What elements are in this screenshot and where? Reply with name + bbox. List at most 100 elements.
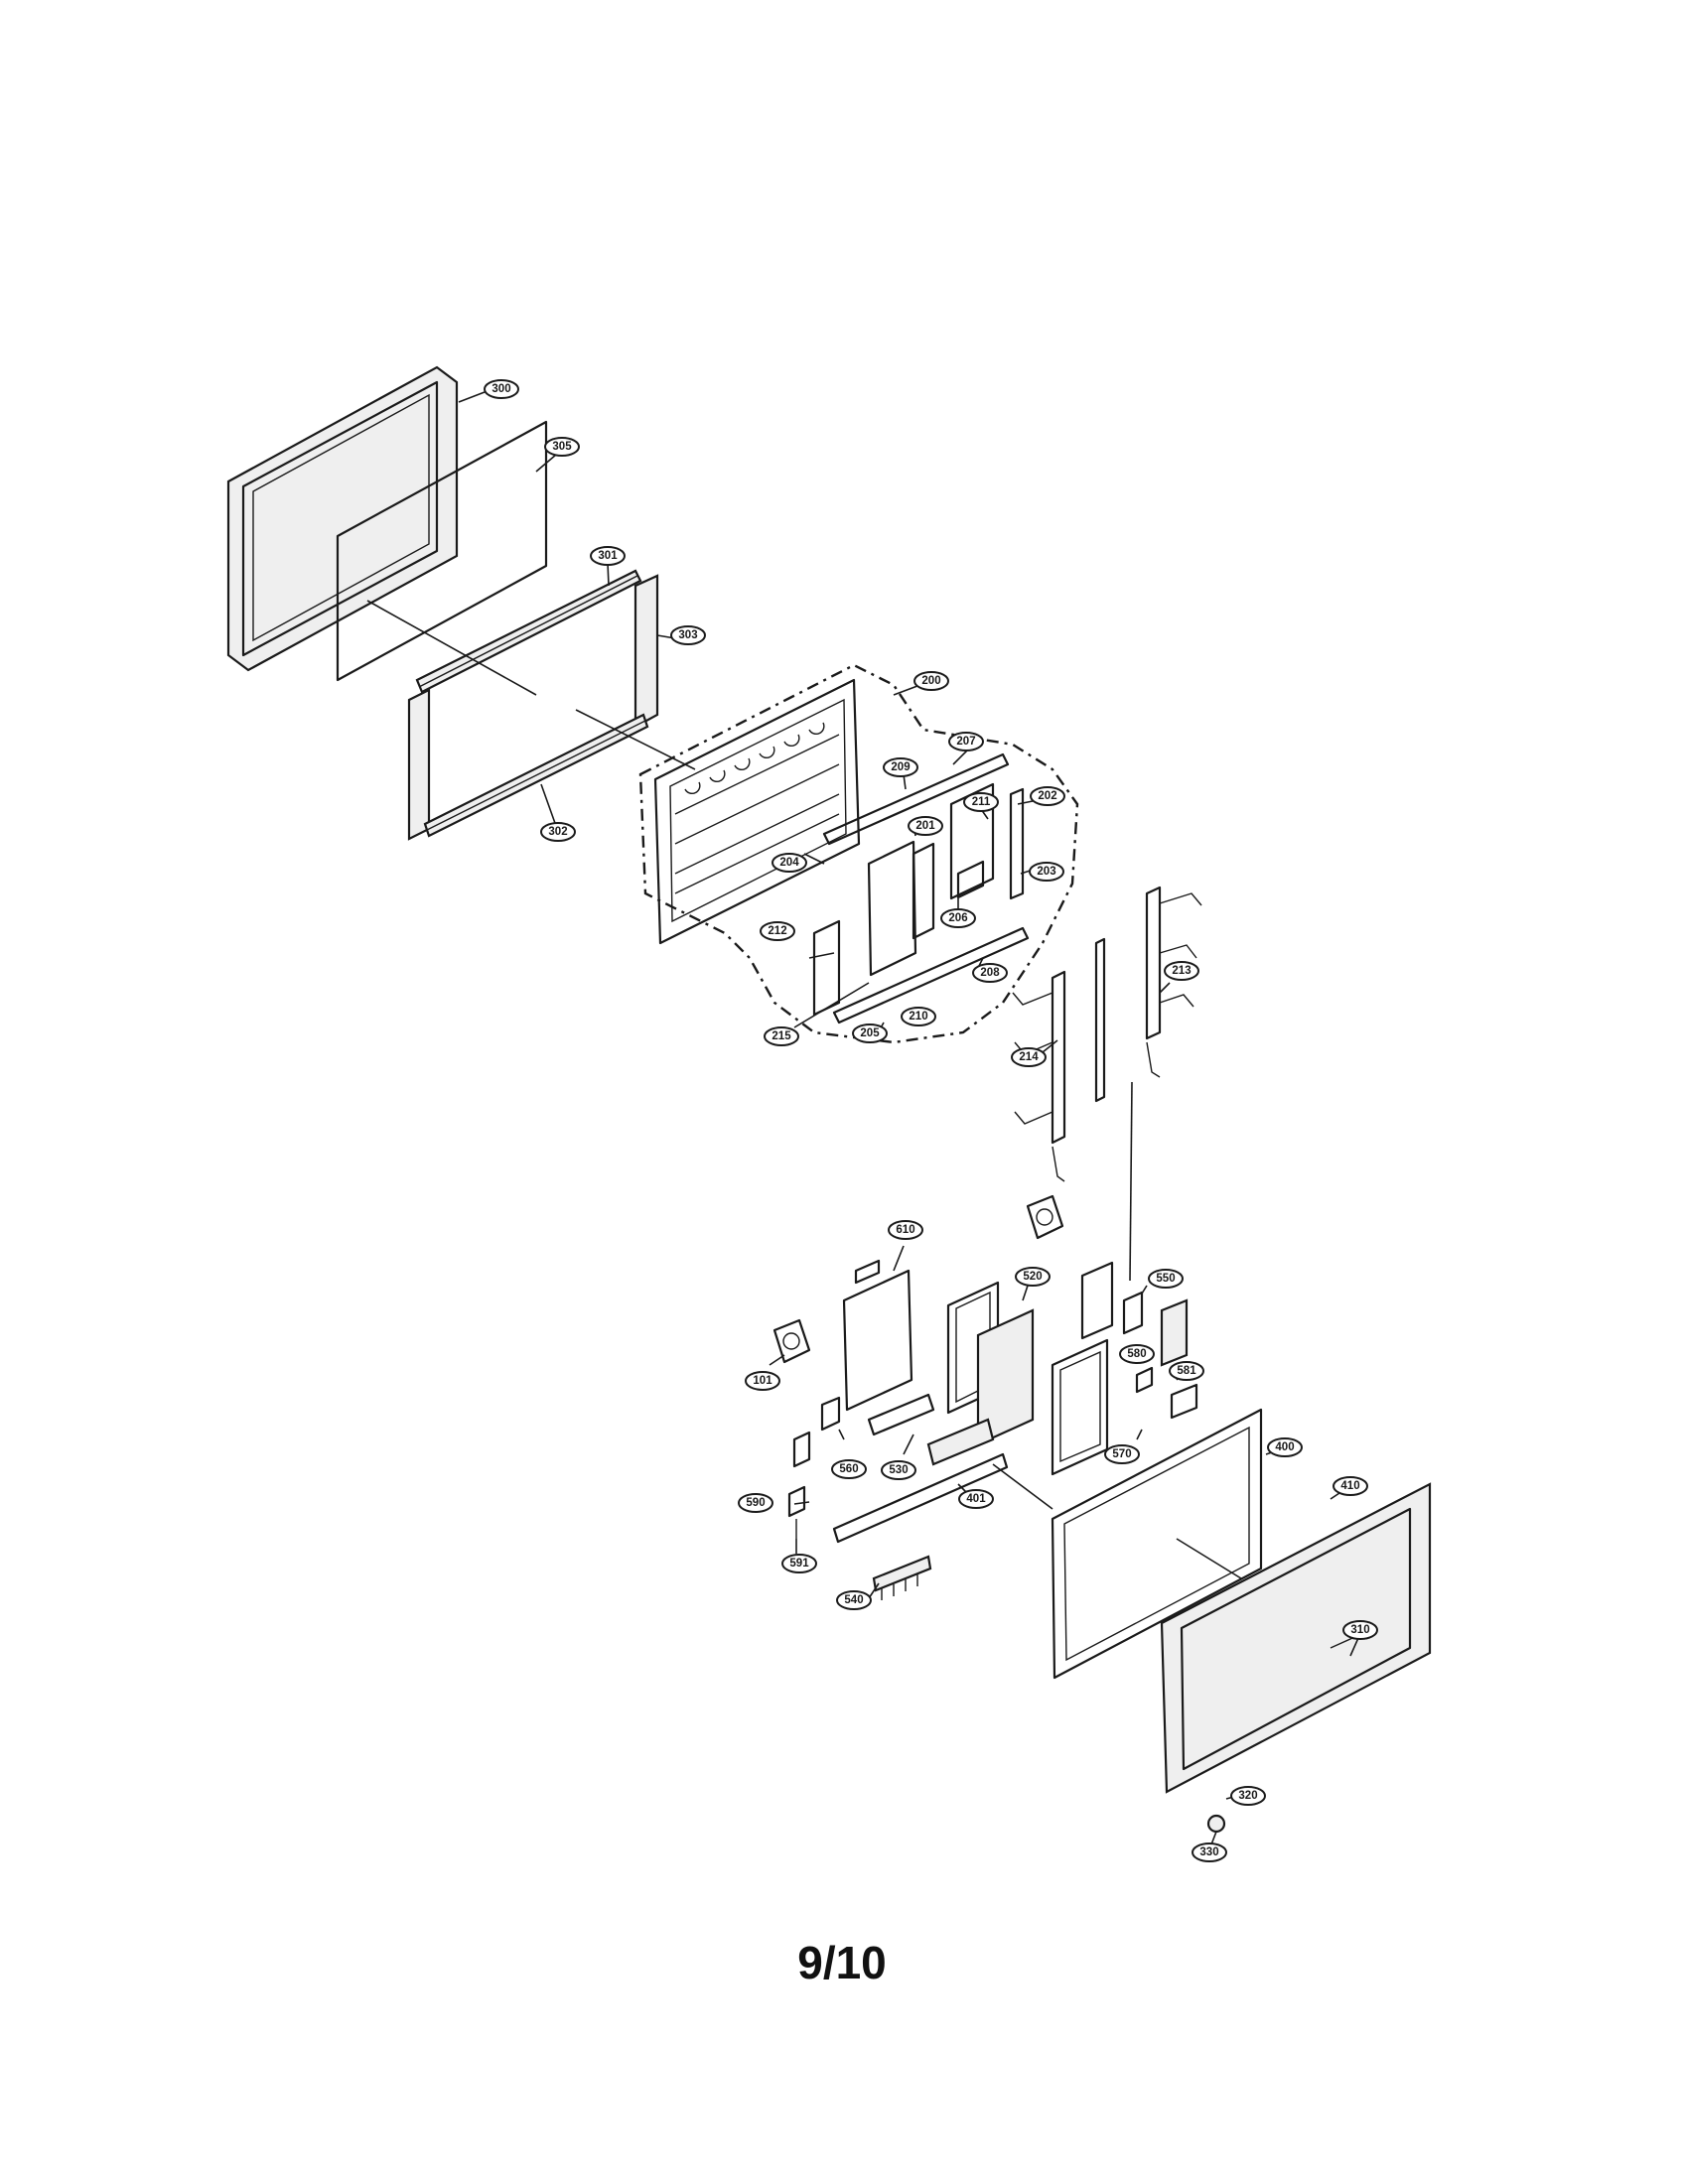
assembly-axis-line: [366, 600, 696, 770]
svg-text:401: 401: [966, 1493, 986, 1505]
bottom-bracket-302: [423, 713, 649, 838]
svg-text:610: 610: [896, 1224, 914, 1236]
vertical-rod: [1094, 937, 1106, 1103]
callout-570: 570: [1104, 1444, 1140, 1464]
svg-text:300: 300: [491, 383, 510, 395]
top-bracket-301: [415, 569, 642, 694]
svg-text:560: 560: [839, 1463, 858, 1475]
svg-text:213: 213: [1172, 965, 1191, 977]
bracket-213: [1145, 886, 1202, 1078]
callout-101: 101: [745, 1371, 780, 1391]
callout-581: 581: [1169, 1361, 1204, 1381]
chassis-assembly-200: [638, 663, 1079, 1044]
back-cover-400: [992, 1408, 1263, 1680]
board-520: [976, 1308, 1035, 1446]
power-board: [1051, 1338, 1109, 1476]
callout-550: 550: [1148, 1269, 1184, 1289]
svg-text:570: 570: [1112, 1448, 1131, 1460]
svg-text:310: 310: [1350, 1624, 1369, 1636]
svg-text:330: 330: [1199, 1846, 1218, 1858]
svg-text:205: 205: [860, 1027, 880, 1039]
svg-text:580: 580: [1127, 1348, 1146, 1360]
callout-310: 310: [1342, 1620, 1378, 1640]
parts-560-590: [787, 1396, 841, 1539]
callout-530: 530: [881, 1460, 916, 1480]
svg-text:211: 211: [972, 796, 991, 808]
svg-text:207: 207: [956, 736, 975, 748]
svg-text:301: 301: [598, 550, 618, 562]
front-frame-300: [226, 365, 459, 672]
callout-208: 208: [972, 963, 1008, 983]
side-bracket-left: [407, 688, 431, 841]
speaker-upper: [1026, 1194, 1064, 1240]
svg-text:203: 203: [1037, 866, 1055, 878]
callout-212: 212: [760, 921, 795, 941]
svg-text:320: 320: [1238, 1790, 1257, 1802]
svg-text:208: 208: [980, 967, 1000, 979]
svg-text:101: 101: [753, 1375, 772, 1387]
speaker-101: [772, 1318, 811, 1364]
svg-text:400: 400: [1275, 1441, 1294, 1453]
callout-205: 205: [852, 1024, 888, 1043]
callout-213: 213: [1164, 961, 1199, 981]
callout-330: 330: [1192, 1843, 1227, 1862]
svg-text:591: 591: [789, 1558, 809, 1570]
callout-207: 207: [948, 732, 984, 751]
callout-302: 302: [540, 822, 576, 842]
callout-580: 580: [1119, 1344, 1155, 1364]
page-number: 9/10: [797, 1937, 887, 1988]
svg-text:215: 215: [772, 1030, 791, 1042]
svg-text:530: 530: [889, 1464, 908, 1476]
callout-201: 201: [908, 816, 943, 836]
callout-209: 209: [883, 757, 918, 777]
callout-206: 206: [940, 908, 976, 928]
guide-line: [1129, 1081, 1133, 1282]
callout-590: 590: [738, 1493, 773, 1513]
callout-214: 214: [1011, 1047, 1047, 1067]
svg-text:204: 204: [779, 857, 799, 869]
bracket-214: [1012, 970, 1066, 1182]
callout-320: 320: [1230, 1786, 1266, 1806]
control-strip-540: [872, 1555, 932, 1600]
callout-203: 203: [1029, 862, 1064, 882]
callout-211: 211: [963, 792, 999, 812]
callout-305: 305: [544, 437, 580, 457]
svg-text:201: 201: [915, 820, 935, 832]
side-bracket-303: [633, 574, 659, 729]
board-610: [842, 1259, 913, 1412]
svg-text:550: 550: [1156, 1273, 1175, 1285]
svg-text:303: 303: [678, 629, 697, 641]
module-550: [1122, 1291, 1189, 1367]
svg-text:212: 212: [768, 925, 786, 937]
svg-text:210: 210: [909, 1011, 927, 1023]
rear-cover-410: [1160, 1482, 1432, 1794]
callout-200: 200: [913, 671, 949, 691]
callout-204: 204: [772, 853, 807, 873]
callout-301: 301: [590, 546, 626, 566]
callout-215: 215: [764, 1026, 799, 1046]
callout-210: 210: [901, 1007, 936, 1026]
glass-panel-305: [336, 420, 548, 682]
callout-400: 400: [1267, 1437, 1303, 1457]
callout-303: 303: [670, 625, 706, 645]
callout-591: 591: [781, 1554, 817, 1573]
svg-text:590: 590: [746, 1497, 765, 1509]
svg-text:206: 206: [948, 912, 967, 924]
svg-text:200: 200: [921, 675, 940, 687]
callout-520: 520: [1015, 1267, 1051, 1287]
bar-401: [832, 1452, 1009, 1544]
parts-580-581: [1135, 1366, 1198, 1420]
stand-knob-330: [1206, 1814, 1226, 1834]
svg-text:305: 305: [552, 441, 572, 453]
bracket-550-frame: [1080, 1261, 1114, 1340]
callout-202: 202: [1030, 786, 1065, 806]
svg-text:540: 540: [844, 1594, 863, 1606]
callout-300: 300: [484, 379, 519, 399]
svg-text:209: 209: [891, 761, 910, 773]
svg-text:410: 410: [1340, 1480, 1359, 1492]
callout-560: 560: [831, 1459, 867, 1479]
svg-text:520: 520: [1023, 1271, 1042, 1283]
callout-610: 610: [888, 1220, 923, 1240]
bracket-530: [867, 1393, 995, 1466]
